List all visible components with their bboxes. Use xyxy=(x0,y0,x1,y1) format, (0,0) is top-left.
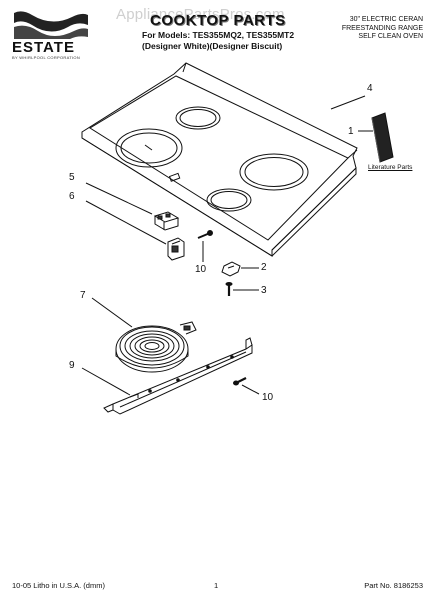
callout-1: 1 xyxy=(348,126,354,137)
footer-page-number: 1 xyxy=(214,581,219,590)
brand-subtitle: BY WHIRLPOOL CORPORATION xyxy=(12,55,81,60)
terminal-block xyxy=(153,211,180,231)
page-title: COOKTOP PARTS xyxy=(150,12,286,29)
brand-name: ESTATE xyxy=(12,39,75,56)
element-support-bracket xyxy=(103,337,253,415)
cooktop-glass-top xyxy=(81,62,358,257)
callout-10-lower: 10 xyxy=(262,392,274,403)
literature-booklet xyxy=(358,112,394,163)
callout-4: 4 xyxy=(367,83,373,94)
callout-9: 9 xyxy=(69,360,75,371)
callout-10-upper: 10 xyxy=(195,264,207,275)
estate-logo-mark xyxy=(14,11,88,39)
screw-2 xyxy=(225,282,233,296)
description-line-2: FREESTANDING RANGE xyxy=(341,24,423,32)
callout-3: 3 xyxy=(261,285,267,296)
screw-lower xyxy=(233,377,247,386)
description-line-3: SELF CLEAN OVEN xyxy=(358,33,423,40)
callout-7: 7 xyxy=(80,290,86,301)
literature-parts-label: Literature Parts xyxy=(368,164,413,171)
model-numbers: For Models: TES355MQ2, TES355MT2 xyxy=(142,30,295,40)
footer-part-number: Part No. 8186253 xyxy=(364,581,423,590)
callout-5: 5 xyxy=(69,172,75,183)
radiant-surface-element xyxy=(115,321,197,373)
callout-6: 6 xyxy=(69,191,75,202)
description-line-1: 30" ELECTRIC CERAN xyxy=(349,16,423,23)
terminal-bracket xyxy=(167,237,185,261)
product-description: 30" ELECTRIC CERAN FREESTANDING RANGE SE… xyxy=(308,16,423,42)
bracket-clip xyxy=(221,261,241,277)
footer-print-info: 10-05 Litho in U.S.A. (dmm) xyxy=(12,581,105,590)
callout-2: 2 xyxy=(261,262,267,273)
model-variants: (Designer White)(Designer Biscuit) xyxy=(142,41,283,51)
screw-upper xyxy=(197,230,213,239)
watermark-text: AppliancePartsPros.com xyxy=(116,6,285,23)
